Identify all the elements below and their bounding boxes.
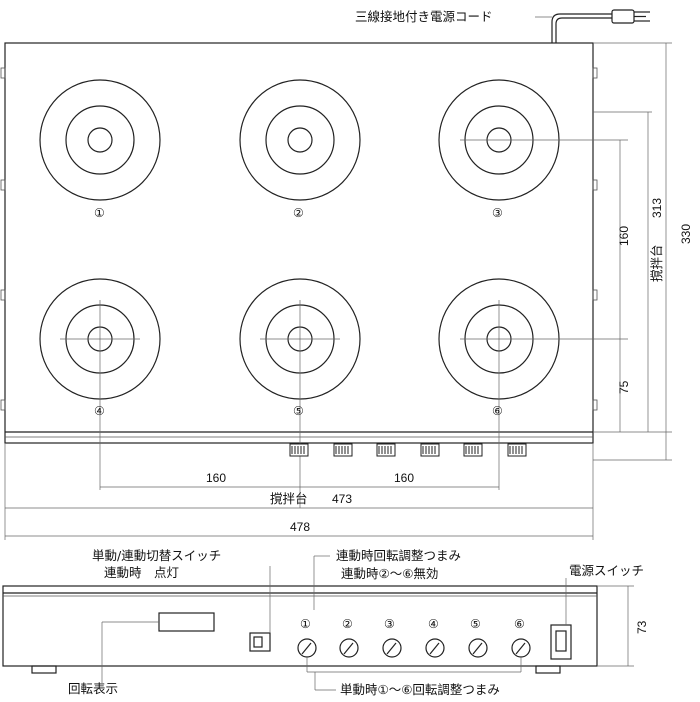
knob-number-3: ③ [384,617,395,631]
station-label-6: ⑥ [492,404,503,418]
foot-left [31,665,57,674]
dim-473: 473 [332,492,352,506]
front-view: 回転表示 単動/連動切替スイッチ 連動時 点灯 ① ② ③ ④ ⑤ ⑥ 連動時回… [2,548,649,697]
knob-5 [468,638,488,658]
power-cord [551,13,612,43]
dim-160-left: 160 [206,471,226,485]
link-knob-label-2: 連動時②～⑥無効 [341,566,438,581]
top-view: 三線接地付き電源コード ① ② ③ ④ [0,9,693,540]
power-cord-label: 三線接地付き電源コード [355,9,493,24]
link-knob-label-1: 連動時回転調整つまみ [336,548,461,563]
front-body-outline [2,585,598,667]
station-label-4: ④ [94,404,105,418]
knob-number-5: ⑤ [470,617,481,631]
single-knob-label: 単動時①～⑥回転調整つまみ [340,682,500,697]
station-label-1: ① [94,206,105,220]
dim-478: 478 [290,520,310,534]
stir-plate-label-horizontal: 撹拌台 [270,491,308,506]
dim-160-right: 160 [394,471,414,485]
dim-160-vertical: 160 [617,226,631,246]
knob-number-4: ④ [428,617,439,631]
power-switch [550,624,572,660]
knob-number-2: ② [342,617,353,631]
knob-4 [425,638,445,658]
plug-body [611,9,635,24]
dim-330: 330 [679,224,693,244]
rotation-display-label: 回転表示 [68,681,118,696]
mode-switch-label-2: 連動時 点灯 [104,565,179,580]
dim-73: 73 [635,620,649,634]
knob-3 [382,638,402,658]
knob-number-1: ① [300,617,311,631]
dim-313: 313 [650,198,664,218]
mode-switch [249,632,271,652]
station-label-5: ⑤ [293,404,304,418]
stir-plate-label-vertical: 撹拌台 [649,244,664,282]
stir-station-1 [39,79,161,201]
dim-75: 75 [617,380,631,394]
rotation-display [158,612,215,632]
knob-number-6: ⑥ [514,617,525,631]
foot-right [535,665,561,674]
station-label-3: ③ [492,206,503,220]
top-body-outline [4,42,594,444]
power-switch-label: 電源スイッチ [569,563,644,578]
knob-2 [339,638,359,658]
stir-station-2 [239,79,361,201]
knob-1 [297,638,317,658]
front-knobs [289,443,527,457]
knob-6 [511,638,531,658]
mode-switch-label-1: 単動/連動切替スイッチ [92,548,221,563]
station-label-2: ② [293,206,304,220]
